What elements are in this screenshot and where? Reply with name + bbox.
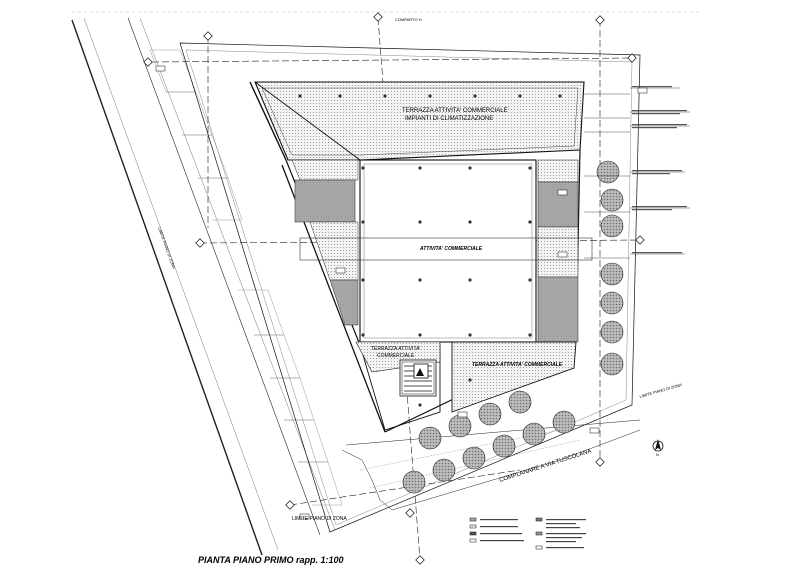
terrace-left-label: TERRAZZA ATTIVITA': [371, 346, 420, 352]
terrace-top-sublabel: IMPIANTI DI CLIMATIZZAZIONE: [405, 116, 493, 122]
road-label: COMPLANARE A VIA TUSCOLANA: [499, 448, 592, 483]
compartment-label: COMPARTO H: [395, 17, 422, 22]
terrace-bottom: [451, 341, 577, 413]
left-terraces: [291, 159, 359, 326]
level-markers: [155, 65, 648, 520]
terrace-top-label: TERRAZZA ATTIVITA' COMMERCIALE: [402, 108, 508, 114]
annotation-text-blocks: [632, 86, 687, 254]
central-hall: [359, 159, 537, 343]
north-label: N: [656, 452, 659, 457]
site-boundary: [179, 42, 641, 533]
terrace-top: [254, 81, 585, 161]
south-strip: [341, 419, 641, 511]
trees-south: [402, 390, 576, 494]
columns: [298, 94, 562, 407]
north-arrow: [652, 439, 664, 452]
central-hall-label: ATTIVITA' COMMERCIALE: [419, 246, 483, 252]
zone-limit-bottom: LIMITE PIANO DI ZONA: [292, 516, 347, 522]
zone-limit-right: LIMITE PIANO DI ZONA: [639, 382, 683, 399]
plan-title: PIANTA PIANO PRIMO rapp. 1:100: [198, 555, 344, 565]
terrace-left-sublabel: COMMERCIALE: [377, 353, 415, 359]
section-box: [299, 237, 593, 261]
left-road-strips: [71, 17, 336, 556]
axis-markers: [143, 12, 645, 565]
legend: [469, 517, 586, 550]
adjacent-lots: [149, 49, 343, 506]
stair-core: [399, 359, 437, 397]
terrace-bottom-label: TERRAZZA ATTIVITA' COMMERCIALE: [472, 362, 563, 368]
right-terraces: [537, 159, 579, 343]
trees-right: [596, 160, 624, 376]
zone-limit-left: LIMITE PIANO DI ZONA: [157, 227, 177, 270]
